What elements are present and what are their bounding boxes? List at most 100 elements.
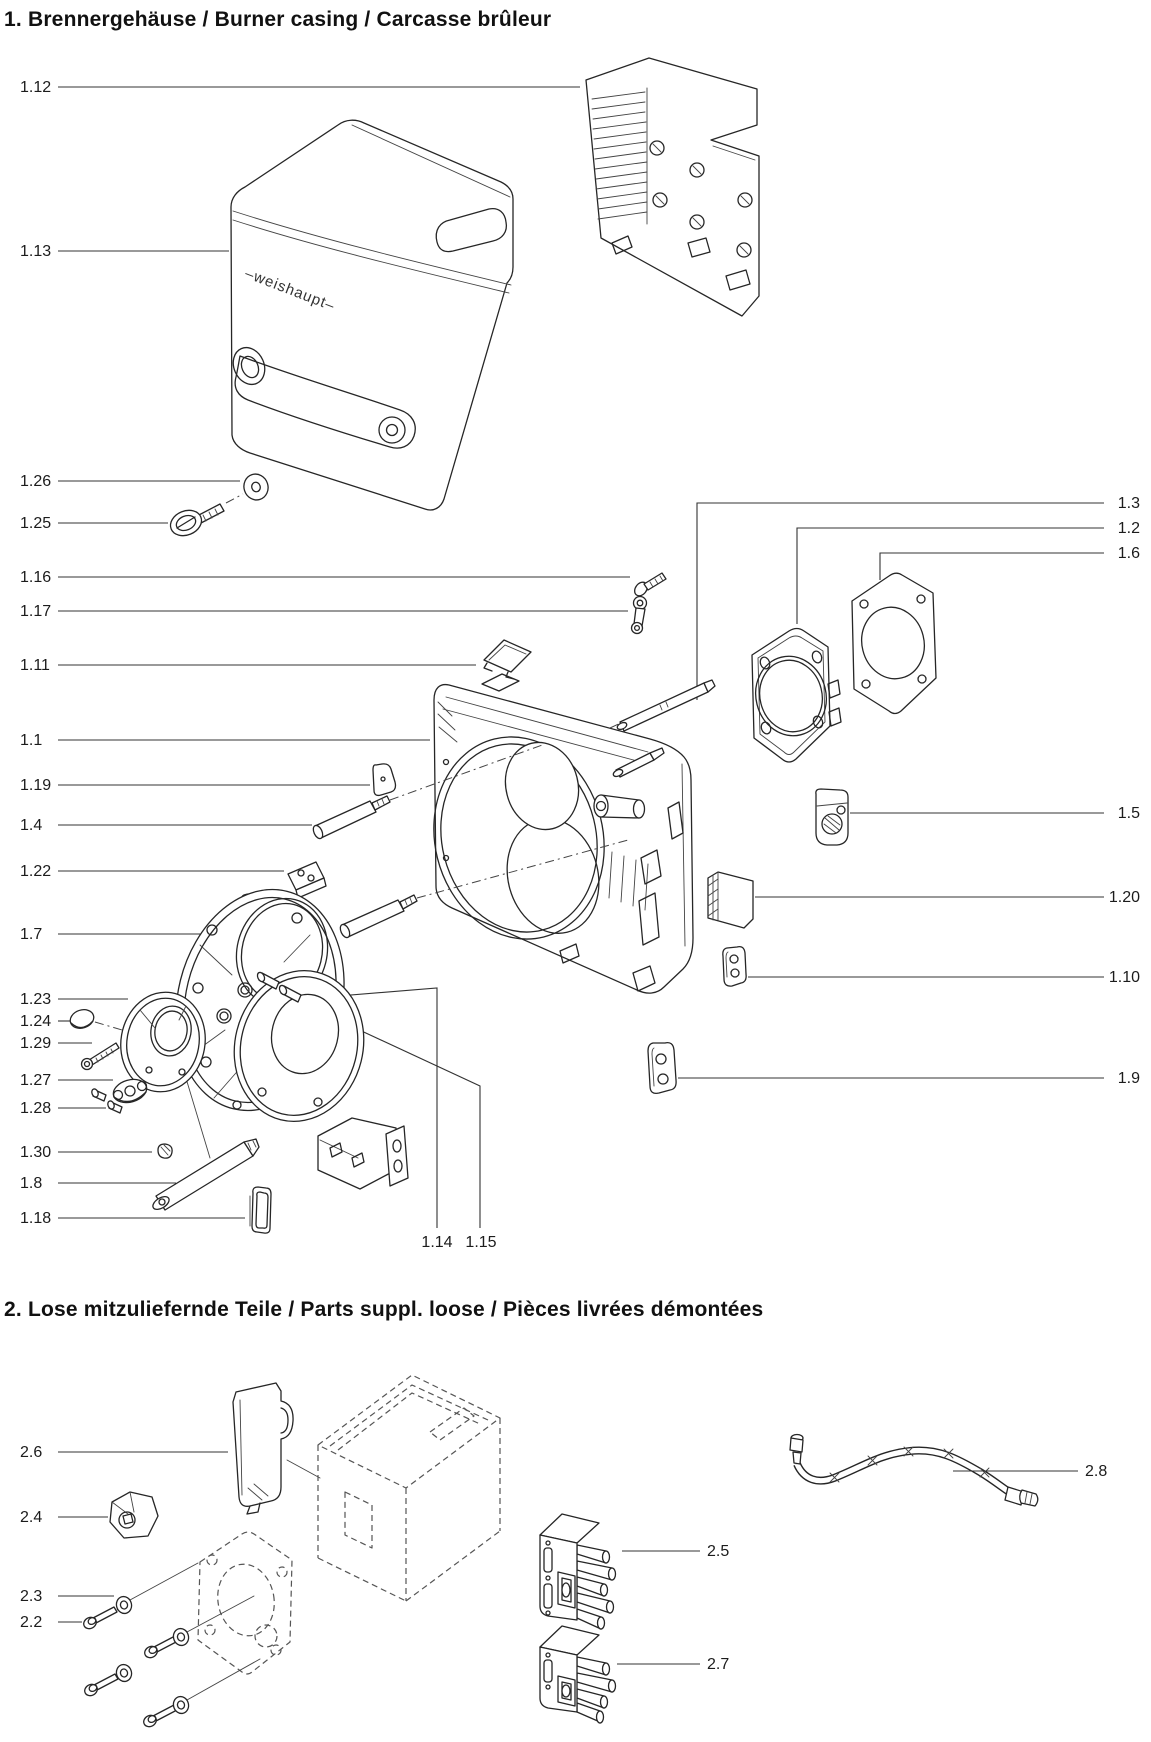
part-number-label: 1.26 <box>20 473 51 490</box>
part-hose-2-8 <box>789 1433 1039 1507</box>
part-screw-1-29 <box>80 1042 120 1071</box>
part-number-label: 2.3 <box>20 1588 42 1605</box>
pointer-line <box>286 1459 321 1479</box>
callout-1-10: 1.10 <box>748 969 1140 986</box>
callout-2-4: 2.4 <box>20 1509 108 1526</box>
callout-2-8: 2.8 <box>953 1463 1107 1480</box>
hood-handle-recess <box>234 355 416 449</box>
leader-line <box>879 552 1104 580</box>
cooling-fins <box>591 91 648 220</box>
axis-line <box>389 743 546 801</box>
part-number-label: 1.2 <box>1118 520 1140 537</box>
callout-1-16: 1.16 <box>20 569 630 586</box>
part-number-label: 2.8 <box>1085 1463 1107 1480</box>
part-screws-1-28 <box>91 1088 123 1114</box>
part-number-label: 1.12 <box>20 79 51 96</box>
callout-1-3: 1.3 <box>696 495 1140 700</box>
callout-1-18: 1.18 <box>20 1210 245 1227</box>
part-washer-1-26 <box>243 473 269 501</box>
hood-button <box>232 346 266 386</box>
part-rod-1-8 <box>152 1138 260 1211</box>
part-stud-lower <box>612 747 665 778</box>
part-number-label: 1.30 <box>20 1144 51 1161</box>
part-number-label: 2.7 <box>707 1656 729 1673</box>
callout-1-29: 1.29 <box>20 1035 92 1052</box>
part-connector-2-7 <box>539 1625 617 1724</box>
callout-1-20: 1.20 <box>755 889 1140 906</box>
part-screws-2-2 <box>83 1606 184 1728</box>
callout-1-25: 1.25 <box>20 515 168 532</box>
callout-2-5: 2.5 <box>622 1543 729 1560</box>
part-number-label: 1.8 <box>20 1175 42 1192</box>
hose-braid-marks <box>829 1446 990 1483</box>
panel-screws <box>649 140 753 258</box>
part-number-label: 1.5 <box>1118 805 1140 822</box>
part-number-label: 1.15 <box>465 1234 496 1251</box>
callout-1-30: 1.30 <box>20 1144 152 1161</box>
part-number-label: 1.9 <box>1118 1070 1140 1087</box>
section-1-title: 1. Brennergehäuse / Burner casing / Carc… <box>4 8 551 31</box>
part-nozzle-bracket <box>317 1117 409 1190</box>
part-stud-1-4 <box>312 795 391 840</box>
callout-1-15: 1.15 <box>311 1007 497 1251</box>
part-number-label: 1.1 <box>20 732 42 749</box>
fan-opening <box>433 736 605 940</box>
part-cover-cap-1-11 <box>483 639 532 680</box>
part-pressure-cup-1-23 <box>120 991 206 1093</box>
motor-mount-hub <box>593 794 646 819</box>
callout-2-6: 2.6 <box>20 1444 228 1461</box>
axis-line <box>416 839 629 899</box>
part-flange-1-27 <box>112 1078 148 1104</box>
part-number-label: 1.27 <box>20 1072 51 1089</box>
part-number-label: 2.5 <box>707 1543 729 1560</box>
part-number-label: 1.14 <box>421 1234 452 1251</box>
part-number-label: 1.18 <box>20 1210 51 1227</box>
part-number-label: 1.22 <box>20 863 51 880</box>
callout-1-7: 1.7 <box>20 926 210 943</box>
part-dashed-housing <box>317 1374 501 1602</box>
callout-1-5: 1.5 <box>850 805 1140 822</box>
part-number-label: 2.4 <box>20 1509 42 1526</box>
part-number-label: 1.24 <box>20 1013 51 1030</box>
pointer-line <box>129 1562 199 1601</box>
part-number-label: 1.10 <box>1109 969 1140 986</box>
part-main-casing-1-1 <box>433 673 694 994</box>
part-seal-1-18 <box>249 1186 272 1234</box>
leader-line <box>311 1007 481 1228</box>
callout-1-17: 1.17 <box>20 603 628 620</box>
callout-1-24: 1.24 <box>20 1013 70 1030</box>
callout-1-4: 1.4 <box>20 817 312 834</box>
part-dashed-flange <box>197 1531 293 1675</box>
leader-line <box>696 502 1104 700</box>
corner-ribs <box>437 701 458 743</box>
part-number-label: 1.28 <box>20 1100 51 1117</box>
callout-2-2: 2.2 <box>20 1614 82 1631</box>
callout-1-11: 1.11 <box>20 657 476 674</box>
part-bracket-2-6 <box>232 1382 294 1515</box>
part-number-label: 2.6 <box>20 1444 42 1461</box>
flange-plate-holes <box>759 650 824 735</box>
part-nut-2-4 <box>109 1491 159 1539</box>
part-washers-2-3 <box>115 1595 190 1715</box>
axis-line <box>94 1021 123 1031</box>
part-screw-1-16 <box>634 572 667 597</box>
callout-1-26: 1.26 <box>20 473 240 490</box>
part-number-label: 1.4 <box>20 817 42 834</box>
part-number-label: 1.17 <box>20 603 51 620</box>
part-number-label: 2.2 <box>20 1614 42 1631</box>
part-connector-2-5 <box>539 1513 617 1630</box>
callout-1-23: 1.23 <box>20 991 128 1008</box>
part-clip-1-9 <box>647 1042 677 1094</box>
callout-1-19: 1.19 <box>20 777 370 794</box>
part-number-label: 1.19 <box>20 777 51 794</box>
nozzle-bolts <box>256 971 302 1003</box>
callout-1-8: 1.8 <box>20 1175 176 1192</box>
part-wedge-pad-1-19 <box>372 763 397 797</box>
section-2-title: 2. Lose mitzuliefernde Teile / Parts sup… <box>4 1298 763 1321</box>
callout-1-27: 1.27 <box>20 1072 113 1089</box>
callout-2-7: 2.7 <box>617 1656 729 1673</box>
callout-1-22: 1.22 <box>20 863 284 880</box>
pointer-line <box>186 1595 255 1633</box>
